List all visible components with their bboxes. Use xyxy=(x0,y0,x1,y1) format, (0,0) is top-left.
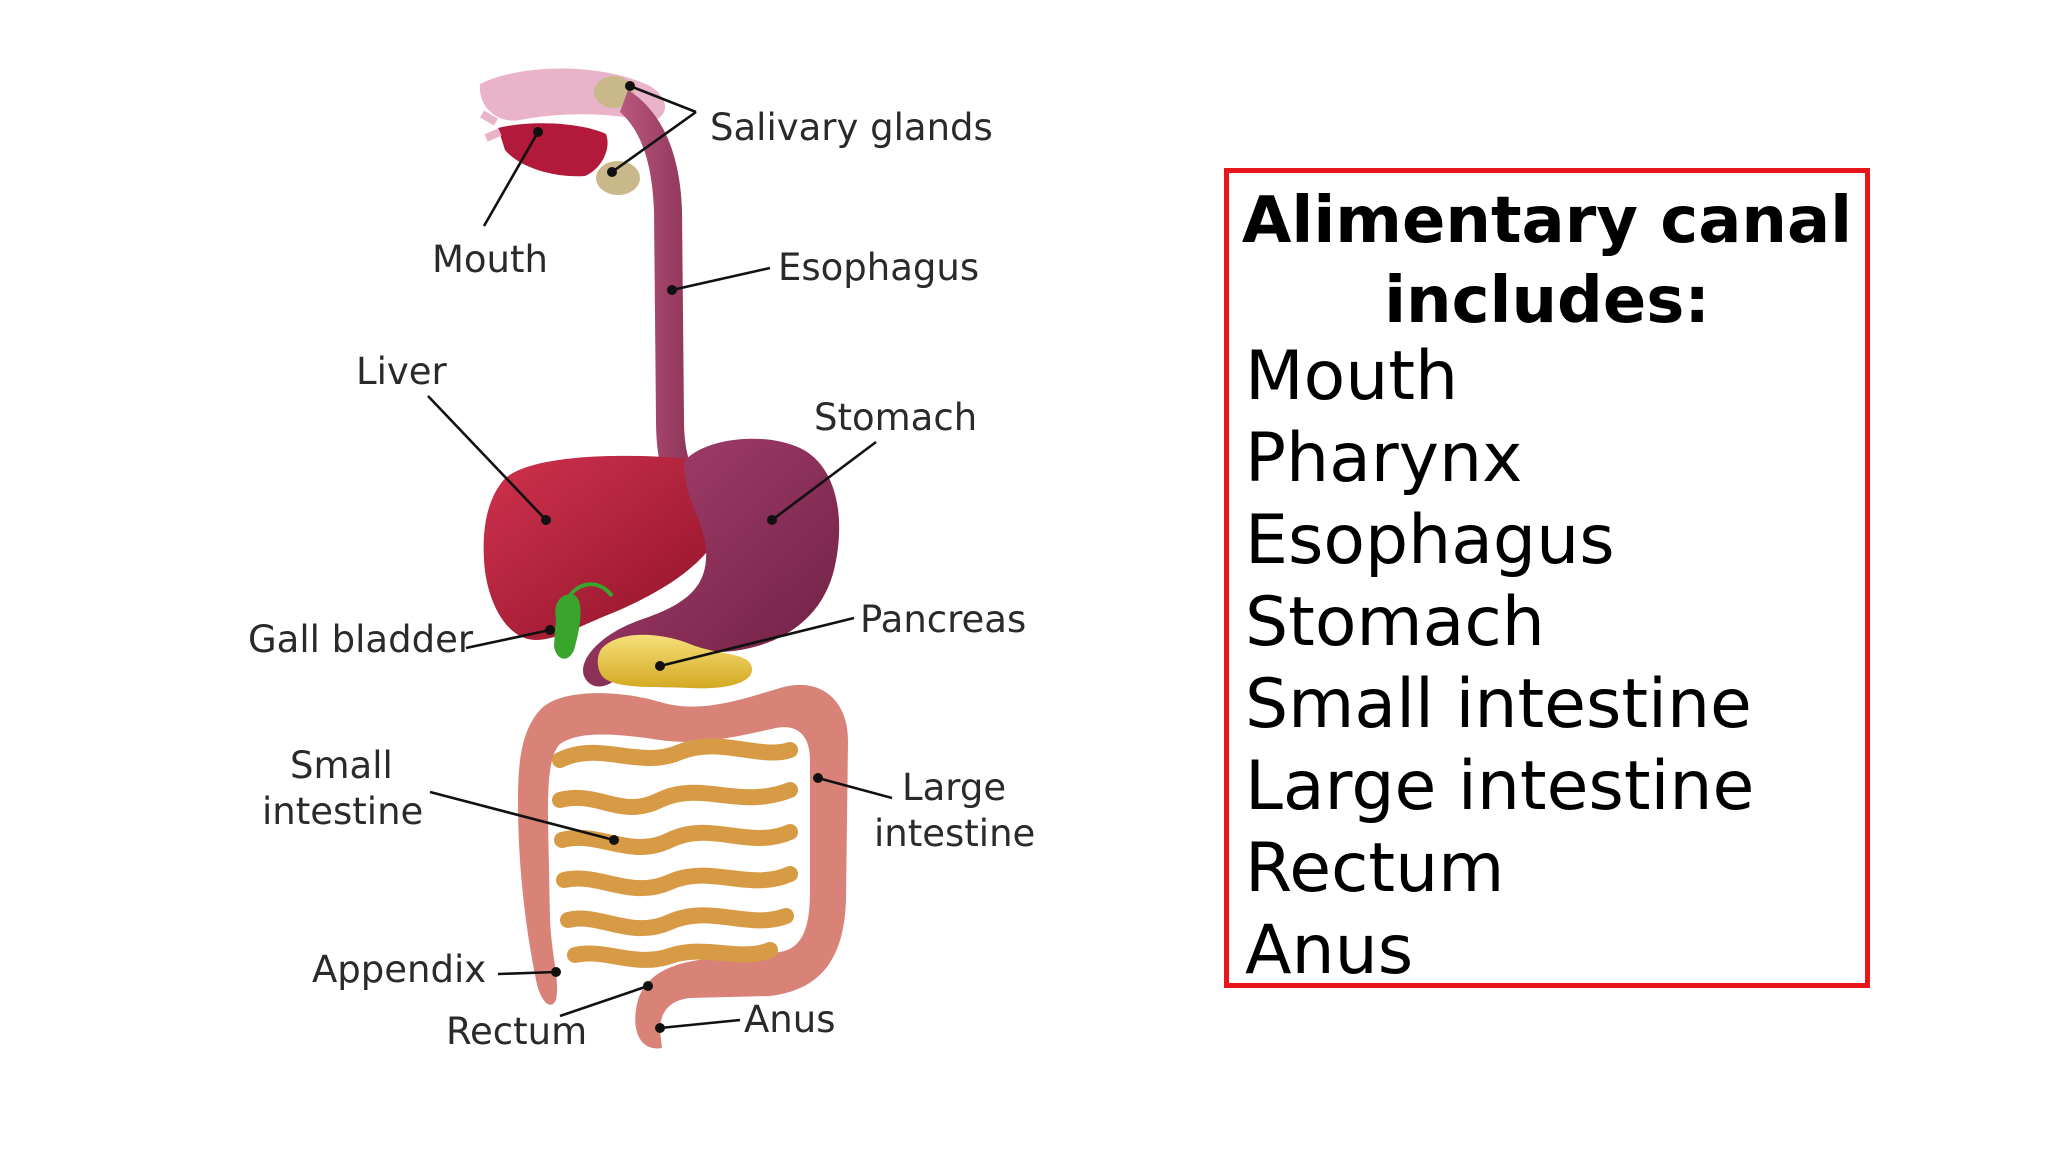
stomach-shape xyxy=(583,438,840,687)
list-item: Stomach xyxy=(1245,583,1545,662)
list-item: Pharynx xyxy=(1245,419,1523,498)
large-intestine-shape xyxy=(518,684,848,1049)
list-item: Large intestine xyxy=(1245,747,1755,826)
label-mouth: Mouth xyxy=(432,238,548,281)
list-item: Esophagus xyxy=(1245,501,1615,580)
label-gall-bladder: Gall bladder xyxy=(248,618,474,661)
label-small-intestine-line2: intestine xyxy=(262,790,423,833)
alimentary-canal-box: Alimentary canal includes: Mouth Pharynx… xyxy=(1224,168,1870,990)
gall-bladder-shape xyxy=(554,594,581,659)
leader-lines xyxy=(427,81,893,1033)
label-anus: Anus xyxy=(744,998,836,1041)
label-large-intestine-line2: intestine xyxy=(874,812,1035,855)
label-esophagus: Esophagus xyxy=(778,246,979,289)
label-liver: Liver xyxy=(356,350,448,393)
list-item: Small intestine xyxy=(1245,665,1752,744)
list-item: Rectum xyxy=(1245,829,1505,908)
list-item: Anus xyxy=(1245,911,1414,990)
label-appendix: Appendix xyxy=(312,948,486,991)
list-item: Mouth xyxy=(1245,337,1459,416)
digestive-system-diagram: Salivary glands Mouth Esophagus Liver St… xyxy=(248,68,1035,1053)
canal-heading: Alimentary canal includes: xyxy=(1229,181,1865,341)
label-salivary-glands: Salivary glands xyxy=(710,106,993,149)
canal-heading-line2: includes: xyxy=(1384,264,1710,338)
label-small-intestine-line1: Small xyxy=(290,744,393,787)
label-pancreas: Pancreas xyxy=(860,598,1026,641)
label-rectum: Rectum xyxy=(446,1010,587,1053)
label-stomach: Stomach xyxy=(814,396,977,439)
small-intestine-shape xyxy=(552,738,798,968)
canal-heading-line1: Alimentary canal xyxy=(1241,184,1853,258)
label-large-intestine-line1: Large xyxy=(902,766,1006,809)
esophagus-shape xyxy=(620,90,700,486)
canal-item-list: Mouth Pharynx Esophagus Stomach Small in… xyxy=(1245,336,1754,992)
salivary-glands-shape xyxy=(594,76,640,195)
liver-shape xyxy=(483,455,729,640)
